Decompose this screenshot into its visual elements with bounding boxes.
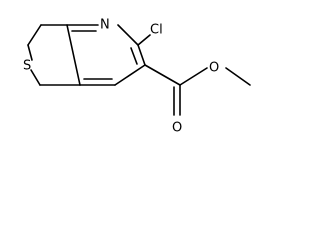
bond-c6-s (27, 44, 33, 61)
atom-label-ring-nitrogen: N (100, 18, 110, 33)
atom-label-chlorine: Cl (150, 23, 163, 38)
bond-c2-c3 (137, 44, 146, 66)
bond-c7-c6 (27, 24, 42, 46)
atom-label-sulfur: S (23, 59, 31, 74)
bond-c3-c4 (114, 64, 146, 86)
bond-ccarbonyl-oester (179, 67, 208, 86)
bond-c8a-c4a (66, 24, 81, 86)
atom-label-carbonyl-oxygen: O (172, 121, 182, 136)
bond-oester-methyl (225, 67, 251, 86)
bond-n1-c2 (117, 24, 139, 46)
bond-c2-c3-inner (130, 47, 138, 65)
bond-s-c5 (30, 69, 41, 86)
bond-c3-ccarbonyl (144, 64, 181, 86)
chemical-structure-diagram: S N Cl O O (23, 18, 251, 136)
bond-c2-cl (137, 34, 151, 46)
atom-label-ester-oxygen: O (209, 61, 219, 76)
